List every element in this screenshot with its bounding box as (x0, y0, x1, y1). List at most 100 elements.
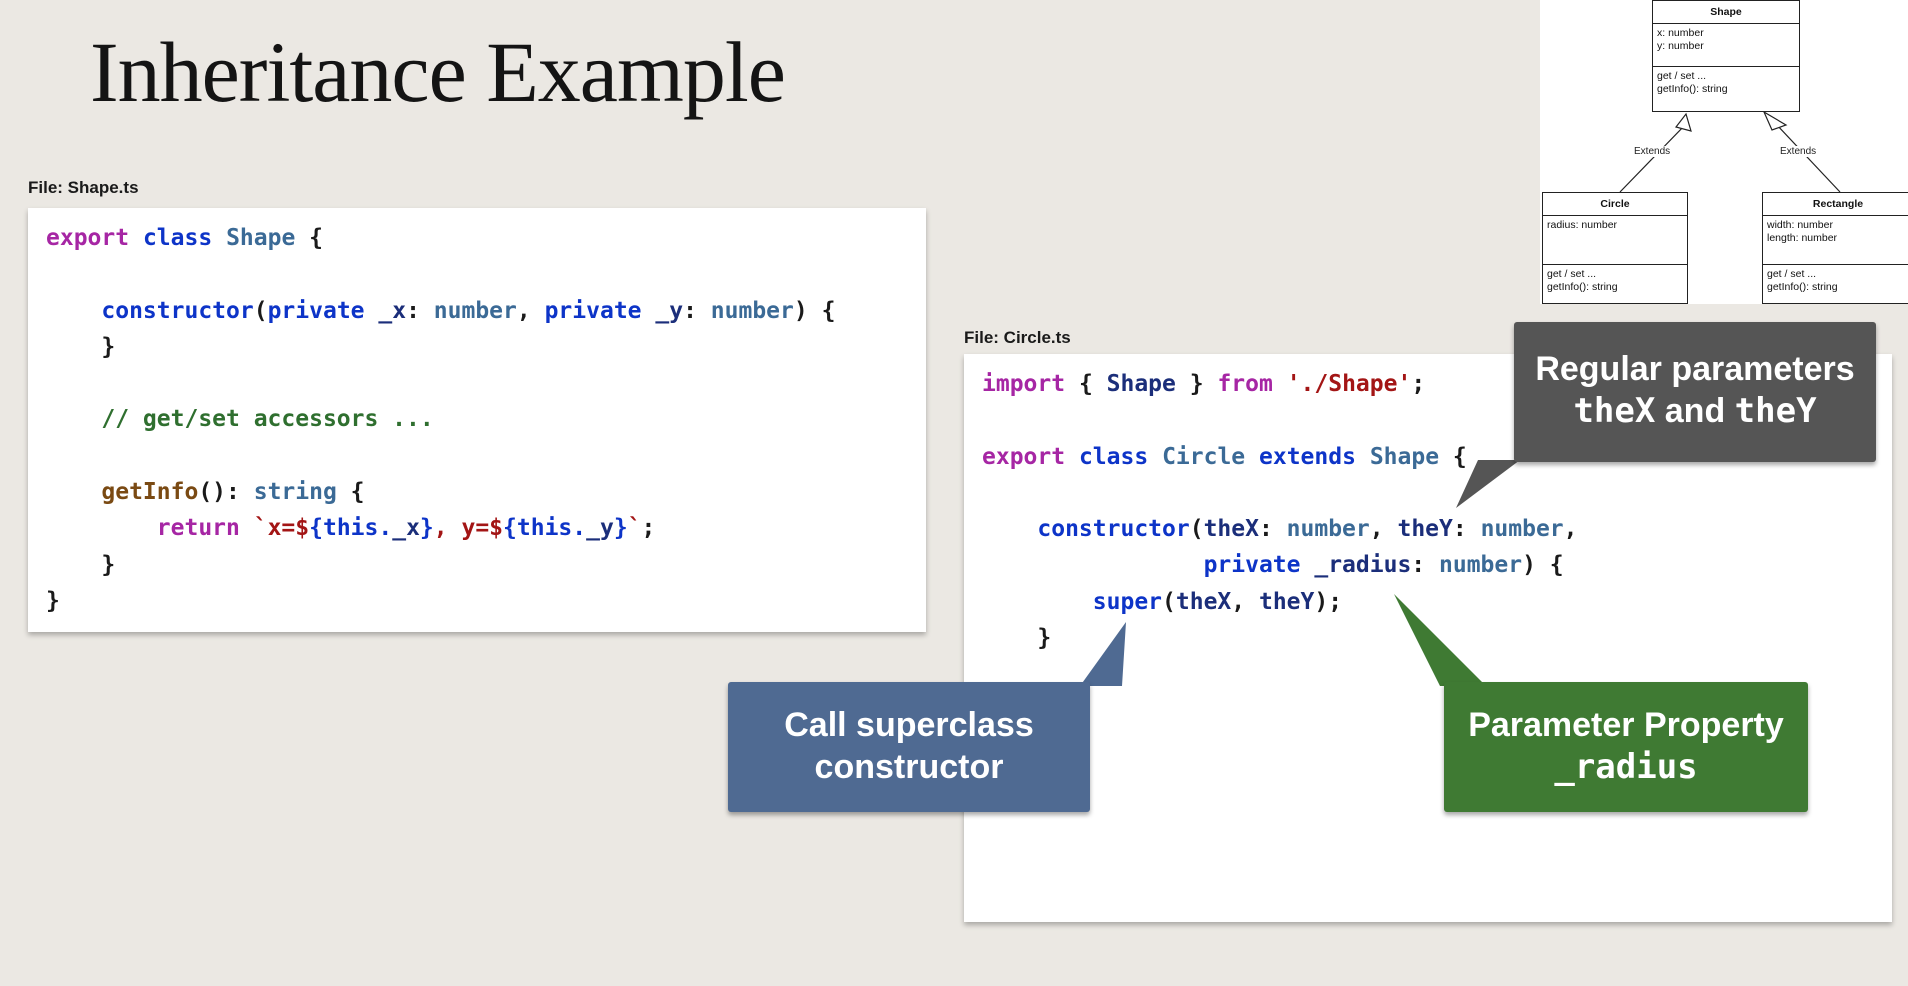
shape-code-panel: export class Shape { constructor(private… (28, 208, 926, 632)
uml-attr: length: number (1767, 231, 1838, 244)
code-token: : (1411, 552, 1439, 579)
code-token: ; (1411, 371, 1426, 397)
callout-code: theY (1734, 391, 1817, 431)
code-token (129, 225, 143, 251)
code-token: } (1175, 371, 1218, 397)
code-line: } (982, 625, 1051, 651)
uml-op: getInfo(): string (1767, 280, 1838, 293)
code-token: { (336, 479, 365, 506)
code-token: private (267, 297, 365, 324)
code-token (46, 406, 101, 432)
code-token: } (46, 551, 116, 578)
code-token: private (544, 297, 642, 324)
circle-code: import { Shape } from './Shape'; export … (982, 366, 1578, 656)
uml-class-name: Rectangle (1763, 193, 1908, 216)
code-token: constructor (1037, 516, 1190, 543)
uml-class-rectangle: Rectangle width: number length: number g… (1762, 192, 1908, 304)
code-line: } (46, 588, 60, 614)
code-token: _x (392, 515, 420, 542)
code-token (240, 515, 254, 541)
shape-file-label: File: Shape.ts (28, 178, 139, 197)
code-token: theY (1397, 516, 1453, 543)
code-token (982, 516, 1037, 542)
uml-op: getInfo(): string (1547, 280, 1618, 293)
callout-text: Regular parameters (1535, 350, 1855, 388)
code-token: } (982, 625, 1052, 652)
uml-class-name: Circle (1543, 193, 1687, 216)
uml-op: get / set ... (1767, 268, 1817, 280)
code-line: constructor(theX: number, theY: number, (982, 516, 1577, 543)
code-token: _y (655, 297, 684, 324)
code-token: ); (1314, 588, 1343, 615)
code-token: { (1065, 371, 1107, 397)
code-token: ) { (793, 297, 836, 324)
callout-text: Call superclass (784, 706, 1034, 744)
code-token: } (46, 587, 60, 614)
code-token: Shape (1106, 371, 1176, 397)
code-token: export (46, 225, 130, 251)
code-token (46, 515, 157, 541)
code-token (982, 552, 1204, 578)
code-line: super(theX, theY); (982, 589, 1342, 615)
code-line: return `x=${this._x}, y=${this._y}`; (46, 515, 656, 542)
code-token (1245, 444, 1259, 470)
uml-class-name: Shape (1653, 1, 1799, 24)
code-token (982, 589, 1093, 615)
code-token: class (142, 225, 213, 251)
code-token: _y (586, 515, 614, 542)
code-token: // get/set accessors ... (101, 406, 434, 433)
code-token: number (1286, 516, 1370, 543)
uml-extends-label-right: Extends (1780, 146, 1817, 157)
code-token: Shape (1369, 443, 1440, 470)
code-token (1301, 552, 1315, 578)
code-token (46, 298, 101, 324)
callout-text: Parameter Property (1468, 706, 1784, 744)
code-token: , y=$ (433, 515, 504, 542)
code-token (1356, 444, 1370, 470)
code-token: `x=$ (253, 515, 310, 542)
code-token (46, 479, 101, 505)
code-token: } (613, 515, 628, 542)
callout-code: theX (1573, 391, 1656, 431)
uml-attr: radius: number (1547, 219, 1618, 231)
code-token: (): (198, 479, 254, 506)
code-token: number (1439, 552, 1523, 579)
code-token: number (1480, 516, 1564, 543)
uml-attr: width: number (1767, 219, 1833, 231)
code-token: _radius (1314, 552, 1412, 579)
code-line: export class Shape { (46, 225, 323, 251)
code-token: class (1078, 443, 1149, 470)
code-token: constructor (101, 297, 254, 324)
code-token: ` (627, 515, 642, 542)
code-token: private (1203, 552, 1301, 579)
uml-class-circle: Circle radius: number get / set ... getI… (1542, 192, 1688, 304)
code-token: number (433, 297, 517, 324)
code-token: ( (1162, 588, 1176, 615)
circle-file-label: File: Circle.ts (964, 328, 1071, 347)
shape-code: export class Shape { constructor(private… (46, 220, 835, 619)
code-token: { (295, 225, 324, 251)
code-token: ; (641, 515, 656, 542)
code-line: constructor(private _x: number, private … (46, 298, 835, 324)
code-token: {this. (309, 515, 393, 542)
code-token: Circle (1162, 443, 1246, 470)
code-line: } (46, 552, 115, 578)
code-token: theX (1203, 516, 1259, 543)
callout-super-call: Call superclass constructor (728, 682, 1090, 812)
code-token: } (46, 333, 116, 360)
uml-op: getInfo(): string (1657, 82, 1728, 95)
callout-regular-parameters: Regular parameters theX and theY (1514, 322, 1876, 462)
code-token: _x (378, 297, 407, 324)
code-token: } (419, 515, 434, 542)
code-token: theX (1175, 588, 1232, 615)
code-token: , (1369, 516, 1398, 543)
code-line: export class Circle extends Shape { (982, 444, 1467, 470)
callout-text: constructor (814, 748, 1004, 786)
uml-op: get / set ... (1547, 268, 1597, 280)
code-token: './Shape' (1286, 371, 1412, 397)
code-token: , (1231, 588, 1259, 615)
code-line: private _radius: number) { (982, 552, 1564, 578)
code-token (365, 298, 379, 324)
code-token: : (683, 297, 711, 324)
code-token: getInfo (101, 479, 199, 506)
